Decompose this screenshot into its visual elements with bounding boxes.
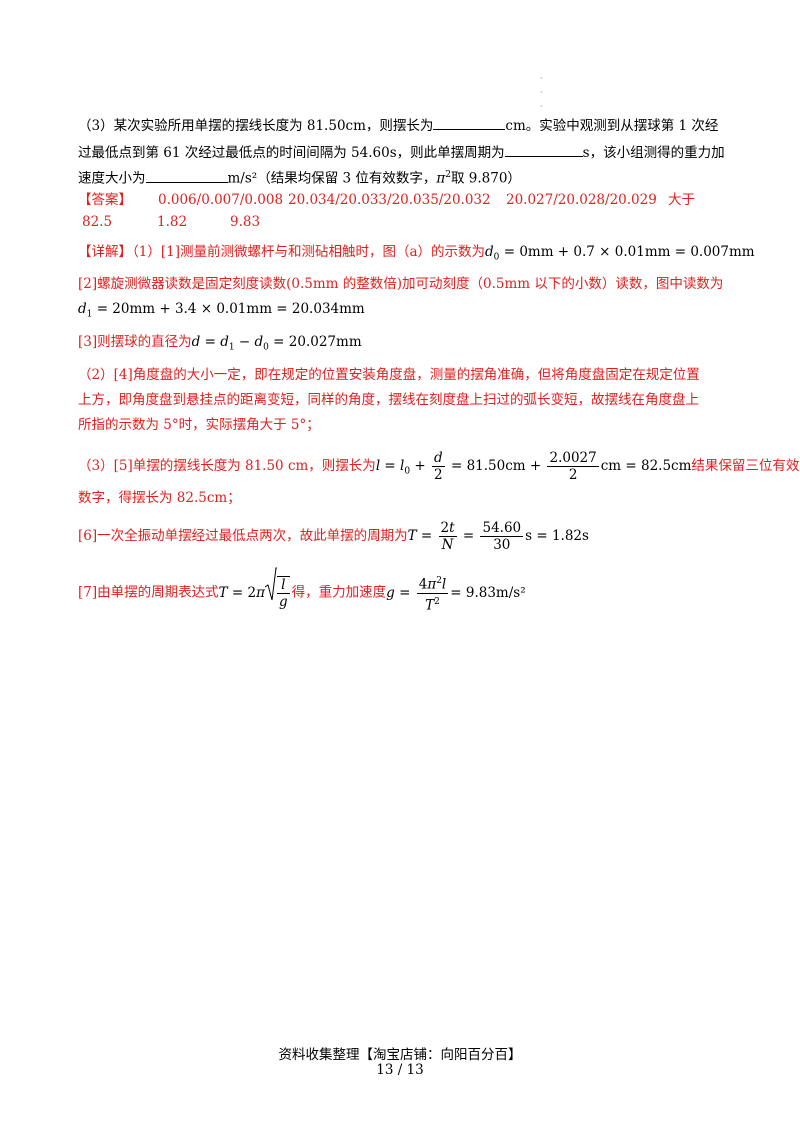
- question3-line1: （3）某次实验所用单摆的摆线长度为 81.50cm，则摆长为 cm。实验中观测到从…: [78, 113, 718, 137]
- answer-blank: [145, 166, 228, 183]
- formula: cm = 82.5cm: [600, 458, 692, 474]
- question-text: s，该小组测得的重力加: [582, 145, 725, 161]
- detail-line7: 所指的示数为 5°时，实际摆角大于 5°；: [78, 414, 320, 436]
- detail-label: 【详解】: [78, 244, 132, 260]
- answer-blank: [504, 140, 583, 157]
- footer-source: 资料收集整理【淘宝店铺：向阳百分百】: [278, 1047, 522, 1063]
- detail-text: （3）[5]单摆的摆线长度为 81.50 cm，则摆长为: [78, 458, 376, 474]
- formula: = 20.027mm: [273, 334, 362, 350]
- detail-line9: 数字，得摆长为 82.5cm；: [78, 487, 241, 509]
- answer-item: 20.034/20.033/20.035/20.032: [288, 192, 491, 208]
- question-text: cm。实验中观测到从摆球第 1 次经: [505, 118, 719, 134]
- detail-line5: （2）[4]角度盘的大小一定，即在规定的位置安装角度盘，测量的摆角准确，但将角度…: [78, 364, 700, 386]
- detail-line3: d1 = 20mm + 3.4 × 0.01mm = 20.034mm: [78, 301, 365, 320]
- question-text: m/s²（结果均保留 3 位有效数字，: [227, 170, 437, 187]
- detail-text: 所指的示数为 5°时，实际摆角大于 5°；: [78, 417, 320, 433]
- answer-item: 9.83: [230, 214, 261, 230]
- question-text: （3）某次实验所用单摆的摆线长度为 81.50cm，则摆长为: [78, 118, 434, 134]
- detail-text: 得，重力加速度: [291, 584, 387, 601]
- formula: s = 1.82s: [525, 528, 589, 544]
- formula: 0mm + 0.7 × 0.01mm = 0.007mm: [519, 244, 755, 260]
- answer-label: 【答案】: [78, 192, 132, 208]
- detail-text: （1）[1]测量前测微螺杆与和测砧相触时，图（a）的示数为: [132, 244, 486, 260]
- question-text: 取 9.870）: [450, 170, 521, 187]
- answer-line2: 82.5 1.82 9.83: [82, 211, 260, 233]
- detail-text: 结果保留三位有效: [691, 458, 800, 474]
- decorative-dots: ···: [540, 74, 543, 111]
- sqrt-symbol: [264, 567, 277, 619]
- detail-line6: 上方，即角度盘到悬挂点的距离变短，同样的角度，摆线在刻度盘上扫过的弧长变短，故摆…: [78, 389, 699, 411]
- detail-text: [2]螺旋测微器读数是固定刻度读数(0.5mm 的整数倍)加可动刻度（0.5mm…: [78, 276, 724, 292]
- answer-line1: 【答案】 0.006/0.007/0.008 20.034/20.033/20.…: [78, 189, 695, 211]
- detail-text: （2）[4]角度盘的大小一定，即在规定的位置安装角度盘，测量的摆角准确，但将角度…: [78, 367, 700, 383]
- detail-line2: [2]螺旋测微器读数是固定刻度读数(0.5mm 的整数倍)加可动刻度（0.5mm…: [78, 273, 723, 295]
- answer-blank: [433, 113, 506, 130]
- detail-line1: 【详解】（1）[1]测量前测微螺杆与和测砧相触时，图（a）的示数为d0 = 0m…: [78, 244, 755, 263]
- pi-symbol: π: [436, 170, 446, 187]
- detail-text: 上方，即角度盘到悬挂点的距离变短，同样的角度，摆线在刻度盘上扫过的弧长变短，故摆…: [78, 392, 699, 408]
- formula: = 9.83m/s²: [450, 584, 526, 601]
- detail-line4: [3]则摆球的直径为d = d1 − d0 = 20.027mm: [78, 334, 362, 353]
- question-text: 速度大小为: [78, 170, 146, 187]
- answer-item: 大于: [668, 192, 695, 208]
- formula: = 20mm + 3.4 × 0.01mm = 20.034mm: [96, 301, 365, 317]
- answer-item: 82.5: [82, 214, 113, 230]
- answer-item: 0.006/0.007/0.008: [158, 192, 284, 208]
- detail-text: 数字，得摆长为 82.5cm；: [78, 490, 241, 506]
- question-text: 过最低点到第 61 次经过最低点的时间间隔为 54.60s，则此单摆周期为: [78, 145, 505, 161]
- answer-item: 20.027/20.028/20.029: [506, 192, 657, 208]
- question3-line2: 过最低点到第 61 次经过最低点的时间间隔为 54.60s，则此单摆周期为 s，该…: [78, 140, 725, 164]
- formula: = 81.50cm +: [450, 458, 542, 474]
- page-number: 13 / 13: [376, 1062, 424, 1078]
- answer-item: 1.82: [157, 214, 188, 230]
- detail-text: [7]由单摆的周期表达式: [78, 584, 219, 601]
- detail-text: [6]一次全振动单摆经过最低点两次，故此单摆的周期为: [78, 528, 408, 544]
- detail-text: [3]则摆球的直径为: [78, 334, 192, 350]
